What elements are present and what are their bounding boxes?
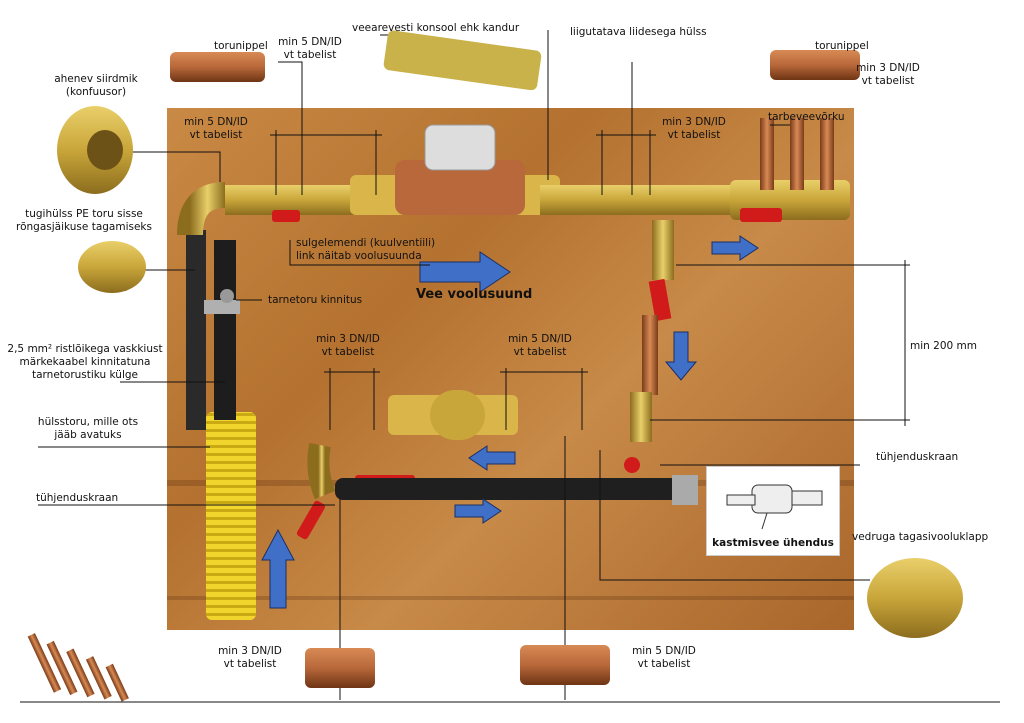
flow-arrow-up	[261, 528, 295, 609]
label-drain-left: tühjenduskraan	[36, 492, 119, 504]
label-flow-direction: Vee voolusuund	[416, 287, 533, 302]
part-thumbnails	[27, 30, 963, 702]
label-nipple-top: torunippel	[214, 40, 268, 52]
garden-connection-inset: kastmisvee ühendus	[706, 466, 840, 556]
label-meter-bracket: veearevesti konsool ehk kandur	[352, 22, 520, 34]
label-min200: min 200 mm	[910, 340, 977, 352]
garden-valve-sketch	[726, 484, 823, 530]
label-min5-middle: min 5 DN/ID vt tabelist	[508, 333, 572, 358]
flow-arrow-out	[454, 498, 502, 524]
label-shutoff-element: sulgelemendi (kuulventiili) link näitab …	[296, 237, 436, 262]
garden-connection-label: kastmisvee ühendus	[712, 537, 834, 549]
label-movable-sleeve: liigutatava liidesega hülss	[570, 26, 707, 38]
label-min3-bottom: min 3 DN/ID vt tabelist	[218, 645, 282, 670]
label-marker-cable: 2,5 mm² ristlõikega vaskkiust märkekaabe…	[7, 343, 163, 381]
drain-valve-top	[648, 278, 672, 322]
ball-valve-top-right	[740, 208, 782, 222]
water-meter-bottom	[430, 390, 485, 440]
water-meter-top	[395, 160, 525, 215]
label-consumer-network: tarbeveevõrku	[768, 111, 845, 123]
label-min5-top: min 5 DN/ID vt tabelist	[278, 36, 342, 61]
supply-pipe-clamp	[204, 300, 240, 314]
label-nipple-right: torunippel	[815, 40, 869, 52]
black-outlet-pipe	[335, 478, 695, 500]
label-drain-right: tühjenduskraan	[876, 451, 959, 463]
label-sleeve-hose: hülsstoru, mille ots jääb avatuks	[37, 416, 139, 441]
label-min3-middle: min 3 DN/ID vt tabelist	[316, 333, 380, 358]
label-min5-board-left: min 5 DN/ID vt tabelist	[184, 116, 248, 141]
label-min3-right: min 3 DN/ID vt tabelist	[856, 62, 920, 87]
yellow-sleeve-hose	[206, 412, 256, 620]
flow-arrow-right	[711, 235, 759, 261]
drain-cock-right	[624, 457, 640, 473]
flow-arrow-main	[419, 251, 511, 293]
label-check-valve: vedruga tagasivooluklapp	[852, 531, 989, 543]
flow-arrow-left	[468, 445, 516, 471]
label-min3-board-right: min 3 DN/ID vt tabelist	[662, 116, 726, 141]
flow-arrow-down	[664, 331, 698, 381]
label-support-sleeve: tugihülss PE toru sisse rõngasjäikuse ta…	[16, 208, 152, 233]
ball-valve-top-left	[272, 210, 300, 222]
label-reducer: ahenev siirdmik (konfuusor)	[54, 73, 138, 98]
label-supply-clamp: tarnetoru kinnitus	[268, 294, 363, 306]
label-min5-bottom: min 5 DN/ID vt tabelist	[632, 645, 696, 670]
drain-valve-bottom	[296, 500, 326, 540]
